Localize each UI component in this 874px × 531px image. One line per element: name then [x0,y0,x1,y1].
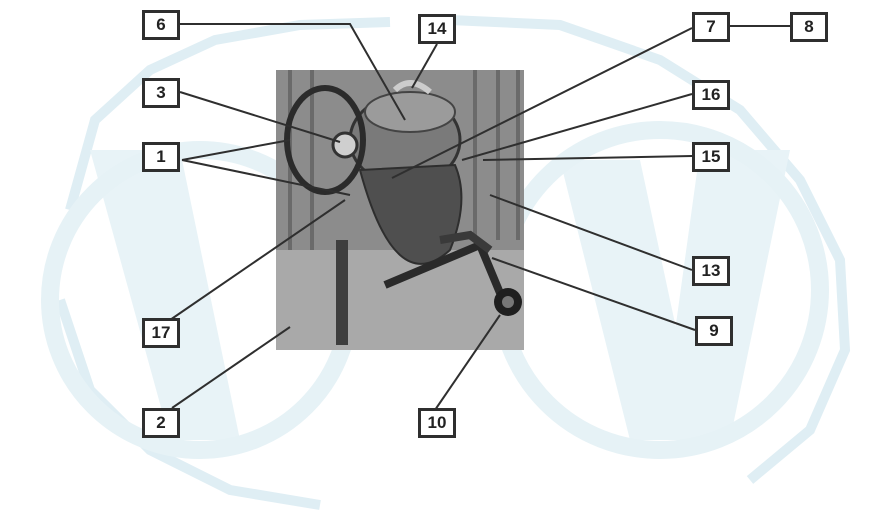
callout-3: 3 [142,78,180,108]
leader-7 [391,27,693,179]
leader-1a [181,139,291,161]
leader-16 [461,93,693,161]
leader-6 [180,23,406,121]
callout-13: 13 [692,256,730,286]
leader-14 [411,43,438,89]
callout-6: 6 [142,10,180,40]
callout-2: 2 [142,408,180,438]
callout-10: 10 [418,408,456,438]
callout-17: 17 [142,318,180,348]
leader-15 [482,155,693,161]
leader-2 [171,326,291,409]
callout-1: 1 [142,142,180,172]
leader-3 [179,91,341,143]
leader-17 [169,199,346,321]
leader-13 [489,194,693,271]
callout-7: 7 [692,12,730,42]
leader-10 [434,314,501,411]
callout-9: 9 [695,316,733,346]
leader-9 [491,257,696,331]
callout-15: 15 [692,142,730,172]
leader-1b [181,159,351,196]
callout-8: 8 [790,12,828,42]
callout-14: 14 [418,14,456,44]
callout-16: 16 [692,80,730,110]
